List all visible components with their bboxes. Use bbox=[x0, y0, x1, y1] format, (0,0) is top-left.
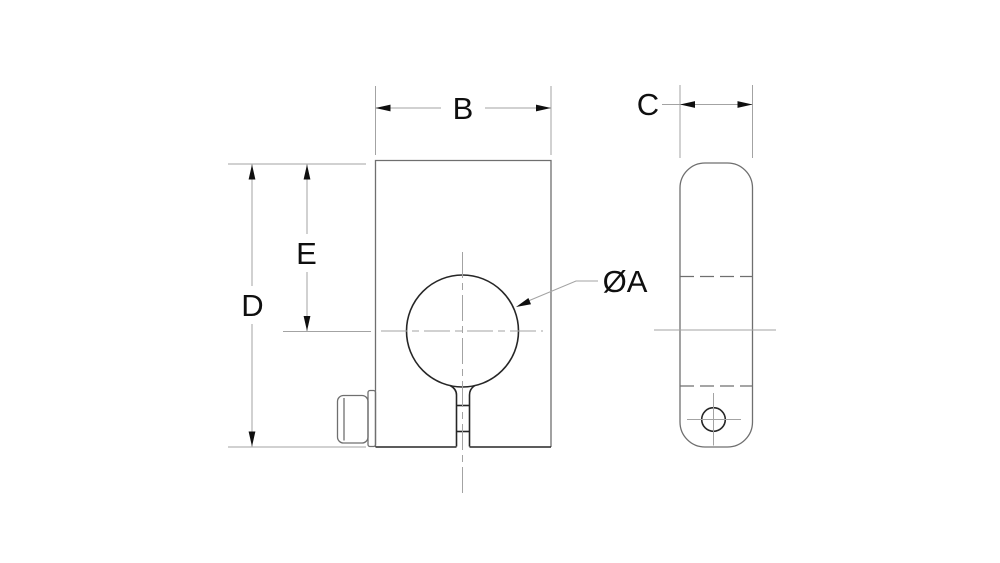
front-body-outline bbox=[374, 159, 552, 447]
dim-c: C bbox=[637, 85, 753, 158]
side-body-outline bbox=[679, 162, 754, 448]
dim-e-arrow-up bbox=[303, 164, 311, 180]
dim-b: B bbox=[375, 86, 552, 155]
dim-e-arrow-down bbox=[303, 316, 311, 331]
slot-left-edge bbox=[449, 384, 458, 447]
dim-b-arrow-left bbox=[375, 104, 391, 112]
clamp-screw-washer bbox=[367, 389, 377, 448]
dim-b-arrow-right bbox=[536, 104, 551, 112]
slot-right-edge bbox=[468, 384, 476, 447]
dim-e-label: E bbox=[296, 236, 317, 271]
bore-leader-line bbox=[526, 280, 598, 302]
dim-d: D bbox=[231, 164, 273, 447]
dim-c-label: C bbox=[637, 87, 659, 122]
dim-d-arrow-down bbox=[248, 431, 256, 447]
side-view bbox=[654, 162, 776, 448]
front-view bbox=[336, 159, 552, 497]
dim-e-label-bg bbox=[286, 234, 328, 272]
dim-d-label: D bbox=[241, 288, 263, 323]
dim-c-arrow-left bbox=[680, 101, 695, 108]
dim-bore-diameter: ØA bbox=[516, 264, 648, 307]
bore-leader-arrow bbox=[516, 298, 531, 307]
dim-e: E bbox=[286, 164, 328, 332]
dim-d-arrow-up bbox=[248, 164, 256, 180]
dim-d-label-bg bbox=[231, 286, 273, 324]
dim-b-label: B bbox=[453, 91, 474, 126]
dimensions: B C D E bbox=[228, 85, 753, 448]
bore-diameter-label: ØA bbox=[603, 264, 648, 299]
clamp-screw-head bbox=[336, 394, 369, 444]
dim-b-label-bg bbox=[441, 91, 485, 125]
dim-c-arrow-right bbox=[737, 101, 753, 108]
